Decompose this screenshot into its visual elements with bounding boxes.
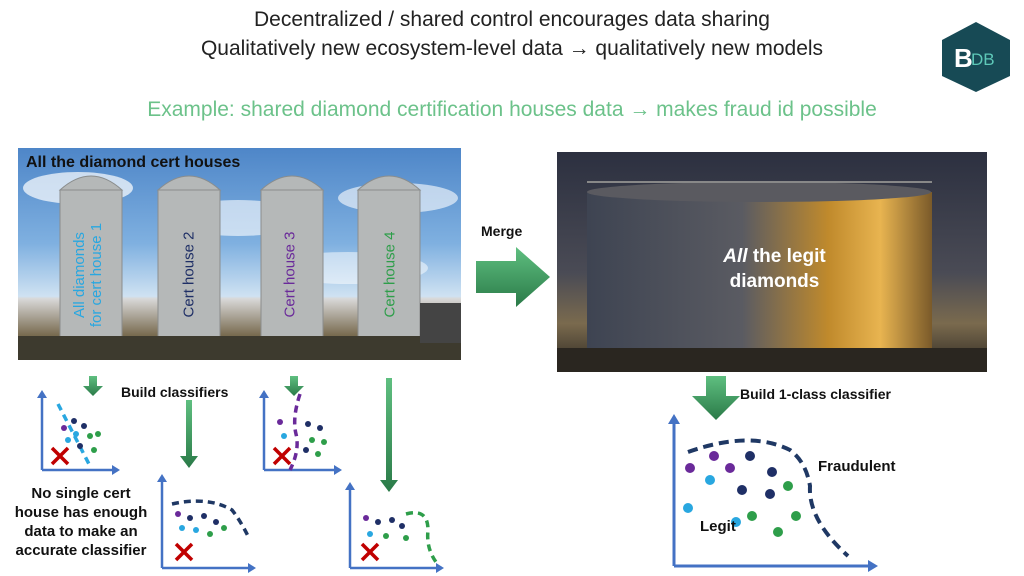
classifier-plot-3	[259, 390, 342, 475]
classifier-plot-4	[345, 482, 444, 573]
no-single-note: No single cert house has enough data to …	[14, 485, 148, 559]
merge-arrow-icon	[476, 247, 550, 307]
arrow-down-icon	[83, 376, 103, 396]
build-one-class-label: Build 1-class classifier	[740, 386, 891, 402]
cross-icon	[174, 542, 194, 562]
one-class-plot	[668, 414, 878, 572]
classifier-plot-2	[157, 474, 256, 573]
bdb-logo: B DB	[942, 22, 1010, 92]
small-arrow-icons	[83, 376, 740, 492]
tank-photo: All the legit diamonds	[557, 152, 987, 372]
classifier-plot-1	[37, 390, 120, 475]
cross-icon	[50, 446, 70, 466]
merge-label: Merge	[481, 223, 523, 239]
arrow-down-icon	[692, 376, 740, 420]
title-line-1: Decentralized / shared control encourage…	[254, 8, 770, 31]
cross-icon	[272, 446, 292, 466]
tank-label: All the legit diamonds	[723, 246, 826, 292]
silos-photo: All the diamond cert houses All diamonds…	[18, 148, 461, 360]
arrow-down-icon	[180, 400, 198, 468]
arrow-down-icon	[284, 376, 304, 396]
cross-icon	[360, 542, 380, 562]
fraudulent-label: Fraudulent	[818, 458, 896, 475]
logo-db: DB	[971, 50, 995, 69]
logo-b: B	[954, 43, 973, 73]
silos-panel-title: All the diamond cert houses	[26, 154, 241, 171]
arrow-down-icon	[380, 378, 398, 492]
legit-label: Legit	[700, 518, 736, 535]
title-line-2: Qualitatively new ecosystem-level data →…	[200, 37, 824, 60]
build-classifiers-label: Build classifiers	[121, 384, 229, 400]
example-line: Example: shared diamond certification ho…	[147, 98, 877, 121]
